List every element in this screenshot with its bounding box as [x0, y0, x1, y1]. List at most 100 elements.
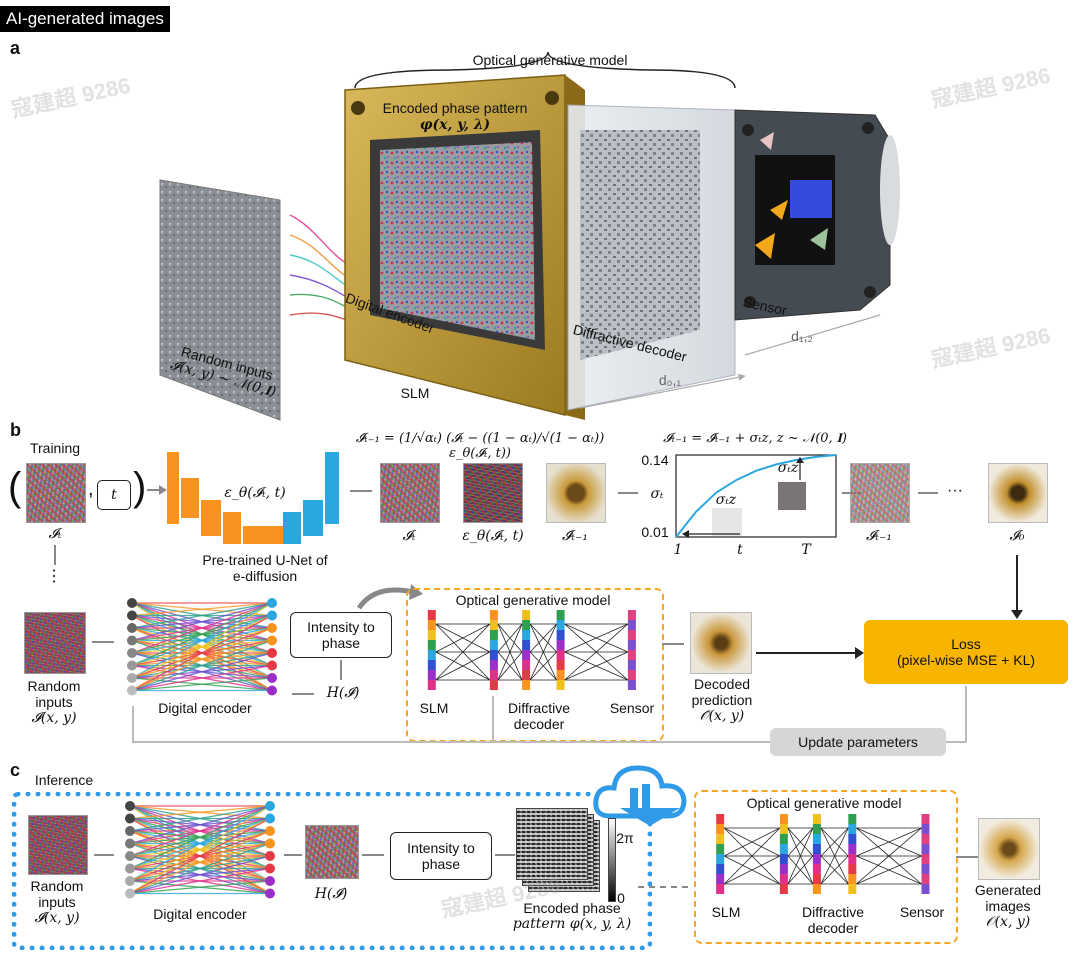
encoder-output-node	[265, 826, 275, 836]
b-arrow-up-left	[54, 545, 56, 565]
chart-xtick-T: T	[801, 542, 811, 558]
diffractive-layer-cell	[779, 854, 788, 864]
chart-annotation-2: σₜz	[777, 460, 799, 476]
diffractive-layer-cell	[489, 650, 498, 660]
b-digital-encoder-net	[127, 598, 277, 696]
slm-layer-cell	[716, 884, 725, 894]
b-random-inputs-text2: inputs	[35, 694, 73, 711]
c-generated-image	[978, 818, 1040, 880]
diffractive-layer-cell	[522, 610, 531, 620]
b-input-image-it	[26, 463, 86, 523]
encoder-input-node	[127, 685, 137, 696]
sensor-layer-cell	[627, 610, 636, 620]
encoder-input-node	[127, 623, 137, 633]
slm-layer-cell	[716, 814, 725, 824]
a-optical-model-title: Optical generative model	[472, 52, 628, 68]
c-random-input-image	[28, 815, 88, 875]
chart-ylabel: σₜ	[650, 486, 664, 502]
diffractive-layer-cell	[489, 680, 498, 690]
b-training-label: Training	[29, 440, 81, 456]
light-path	[856, 827, 922, 857]
c-diffractive-text-1: Diffractive	[802, 904, 864, 920]
diffractive-layer-cell	[489, 630, 498, 640]
encoder-output-node	[265, 888, 275, 899]
encoder-connection	[129, 805, 271, 832]
encoder-connection	[129, 867, 271, 895]
sensor-layer-cell	[921, 834, 930, 844]
diffractive-layer-cell	[812, 834, 821, 844]
slm-layer-cell	[427, 660, 436, 670]
slm-layer-cell	[716, 864, 725, 874]
light-path	[529, 623, 557, 653]
light-path	[723, 827, 781, 857]
diffractive-layer-cell	[848, 874, 857, 884]
c-digital-encoder-label: Digital encoder	[153, 906, 247, 922]
a-phase-symbol: φ(x, y, λ)	[419, 117, 491, 134]
encoder-connection	[129, 805, 271, 870]
c-random-inputs-text2: inputs	[38, 894, 76, 911]
sensor-layer-cell	[921, 844, 930, 854]
b-unet-caption-1: Pre-trained U-Net of	[202, 552, 328, 568]
b-label-i0: 𝓘₀	[1009, 528, 1025, 544]
b-decoded-text-2: prediction	[691, 692, 753, 709]
b-arrow-h-up	[340, 660, 342, 680]
encoder-connection	[131, 602, 273, 617]
diffractive-layer-cell	[522, 630, 531, 640]
encoder-connection	[129, 880, 271, 895]
b-arrow-i0-loss-head	[1011, 610, 1023, 619]
b-image-it	[380, 463, 440, 523]
c-arrow-encoder-h	[284, 854, 302, 856]
chart-annotation-1: σₜz	[715, 492, 737, 508]
c-random-inputs-eq: 𝓘(x, y)	[34, 910, 80, 927]
diffractive-layer-cell	[779, 814, 788, 824]
b-vdots: ⋮	[46, 568, 62, 585]
b-label-it: 𝓘ₜ	[402, 528, 416, 544]
diffractive-layer-cell	[812, 854, 821, 864]
slm-layer-cell	[716, 844, 725, 854]
slm-layer-cell	[716, 854, 725, 864]
b-decoded-text-1: Decoded	[693, 676, 751, 692]
b-loss-sub: (pixel-wise MSE + KL)	[896, 652, 1036, 668]
c-intensity-to-phase-box: Intensity to phase	[390, 832, 492, 880]
diffractive-layer-cell	[779, 834, 788, 844]
chart-xtick-1: 1	[673, 542, 683, 558]
diffractive-layer-cell	[848, 834, 857, 844]
diffractive-layer-cell	[556, 670, 565, 680]
encoder-output-node	[267, 623, 277, 633]
encoder-input-node	[125, 863, 135, 874]
encoder-connection	[131, 602, 273, 679]
sensor-layer-cell	[921, 824, 930, 834]
b-dots: ···	[947, 482, 963, 499]
c-arrow-optic-generated	[956, 856, 978, 858]
c-sensor-label: Sensor	[899, 904, 945, 920]
diffractive-layer-cell	[848, 844, 857, 854]
diffractive-layer-cell	[779, 824, 788, 834]
encoder-connection	[131, 602, 273, 642]
light-path	[497, 623, 523, 681]
diffractive-layer-cell	[522, 670, 531, 680]
b-decoded-image	[690, 612, 752, 674]
diffractive-layer-cell	[489, 620, 498, 630]
c-generated-text-2: images	[985, 898, 1031, 915]
b-feedback-up	[132, 706, 134, 742]
encoder-input-node	[125, 876, 135, 886]
c-optical-layers	[716, 814, 930, 894]
header-tag: AI-generated images	[0, 6, 170, 32]
light-path	[497, 623, 523, 653]
sensor-housing	[734, 109, 900, 321]
light-path	[564, 651, 629, 681]
diffractive-layer-cell	[848, 814, 857, 824]
b-it-label: 𝓘ₜ	[48, 526, 62, 542]
b-label-eps: ε_θ(𝓘ₜ, t)	[462, 528, 524, 544]
encoder-connection	[129, 855, 271, 895]
encoder-output-node	[265, 876, 275, 886]
light-path	[723, 855, 781, 885]
diffractive-layer-cell	[489, 660, 498, 670]
c-phase-colorbar	[608, 818, 616, 902]
light-path	[435, 651, 491, 681]
c-arrow-h-itp	[362, 854, 384, 856]
light-path	[787, 855, 814, 885]
a-d12-label: d₁,₂	[791, 328, 813, 344]
diffractive-layer-cell	[812, 864, 821, 874]
diffractive-layer-cell	[848, 824, 857, 834]
